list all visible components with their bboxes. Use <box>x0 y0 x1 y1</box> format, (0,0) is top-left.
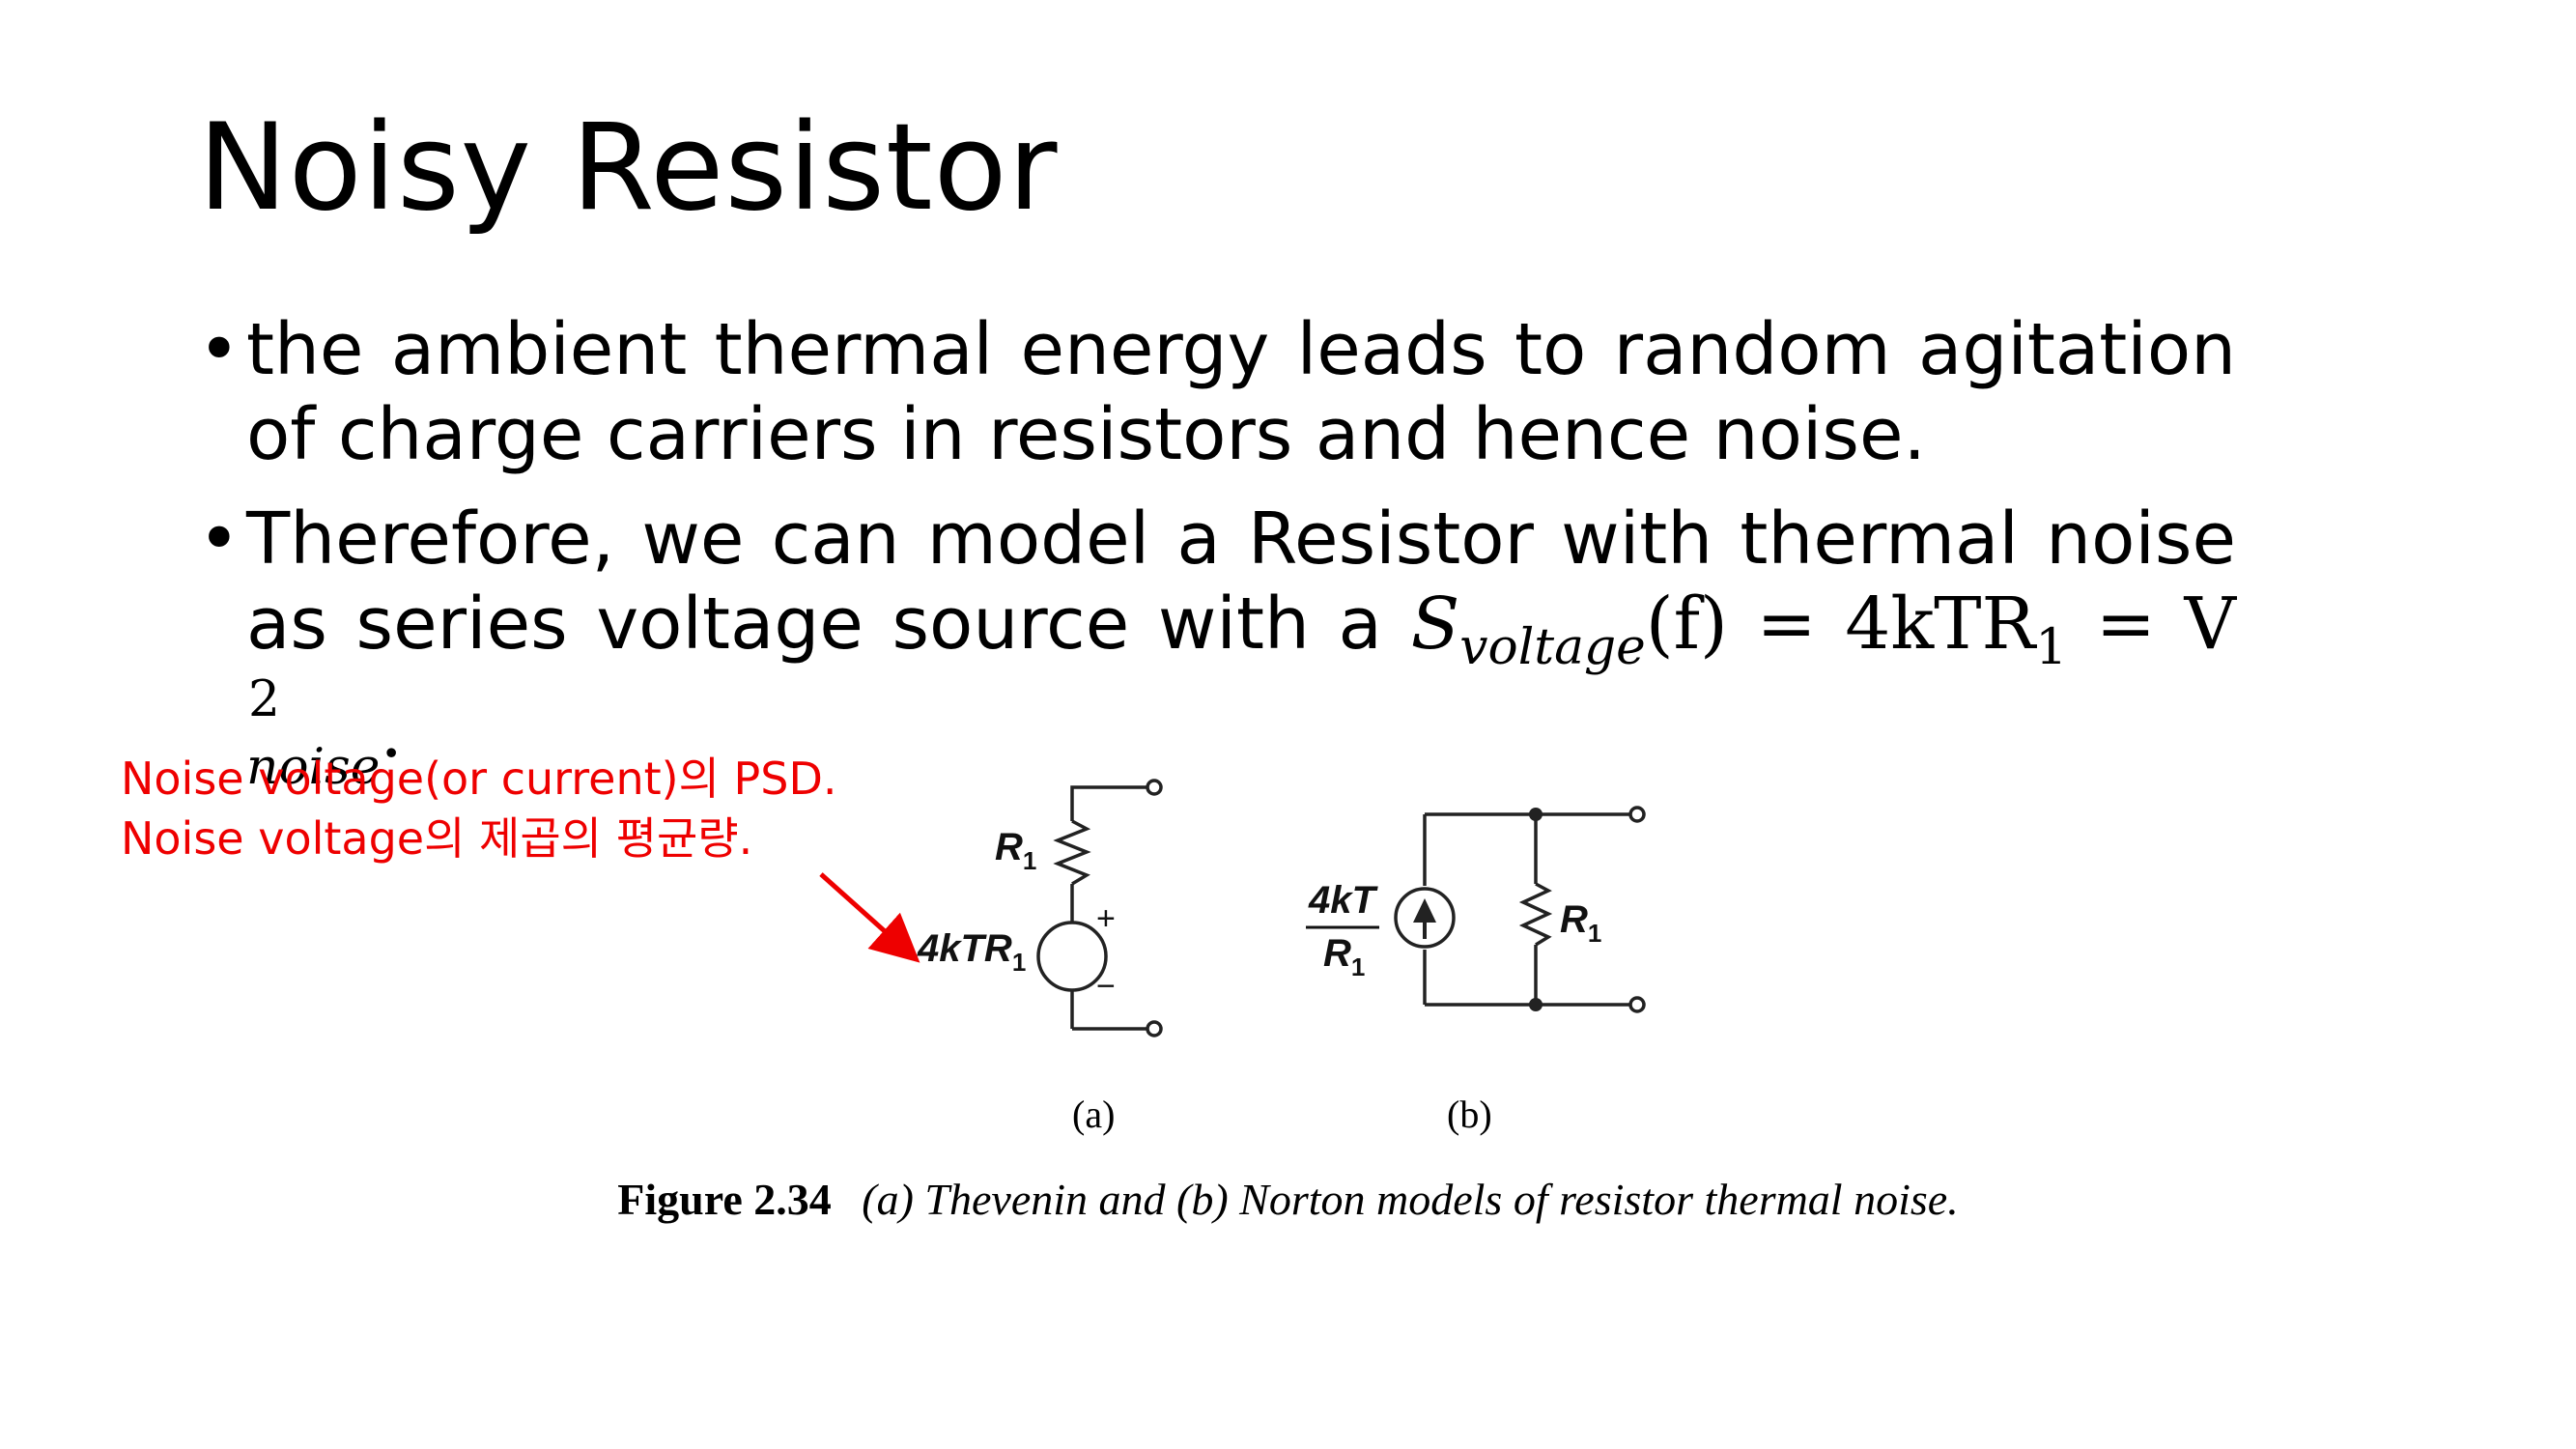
thevenin-circuit <box>1036 779 1163 1037</box>
bullet-text-2: Therefore, we can model a Resistor with … <box>246 497 2236 666</box>
current-source <box>1394 887 1456 949</box>
bullet-list: • the ambient thermal energy leads to ra… <box>198 307 2236 817</box>
minus-sign: − <box>1096 968 1116 1005</box>
slide-title: Noisy Resistor <box>198 99 1059 238</box>
bullet-text-1: the ambient thermal energy leads to rand… <box>246 308 2236 476</box>
label-r1-b: R1 <box>1560 898 1601 948</box>
bullet-item-2: • Therefore, we can model a Resistor wit… <box>198 497 2236 798</box>
label-source-a: 4kTR1 <box>917 927 1026 977</box>
bullet-dot: • <box>198 497 241 581</box>
resistor-r1-b <box>1518 882 1553 947</box>
annotation-line-2: Noise voltage의 제곱의 평균량. <box>121 812 753 865</box>
caption-text: (a) Thevenin and (b) Norton models of re… <box>862 1175 1959 1224</box>
label-r1-denominator: R1 <box>1323 932 1365 981</box>
bullet-dot: • <box>198 308 241 391</box>
bullet-item-1: • the ambient thermal energy leads to ra… <box>198 307 2236 477</box>
annotation-arrow <box>819 872 920 963</box>
label-a: (a) <box>1072 1093 1116 1136</box>
label-4kt: 4kT <box>1308 879 1378 922</box>
plus-sign: + <box>1096 900 1116 937</box>
norton-circuit <box>1394 806 1646 1013</box>
resistor-r1-a <box>1053 819 1091 886</box>
label-r1-a: R1 <box>995 826 1036 875</box>
figure-caption: Figure 2.34 (a) Thevenin and (b) Norton … <box>0 1174 2576 1225</box>
annotation-line-1: Noise voltage(or current)의 PSD. <box>121 753 837 805</box>
caption-number: Figure 2.34 <box>617 1175 832 1224</box>
current-arrow <box>1413 898 1436 923</box>
annotation-note: Noise voltage(or current)의 PSD. Noise vo… <box>121 749 837 868</box>
label-b: (b) <box>1447 1093 1492 1136</box>
